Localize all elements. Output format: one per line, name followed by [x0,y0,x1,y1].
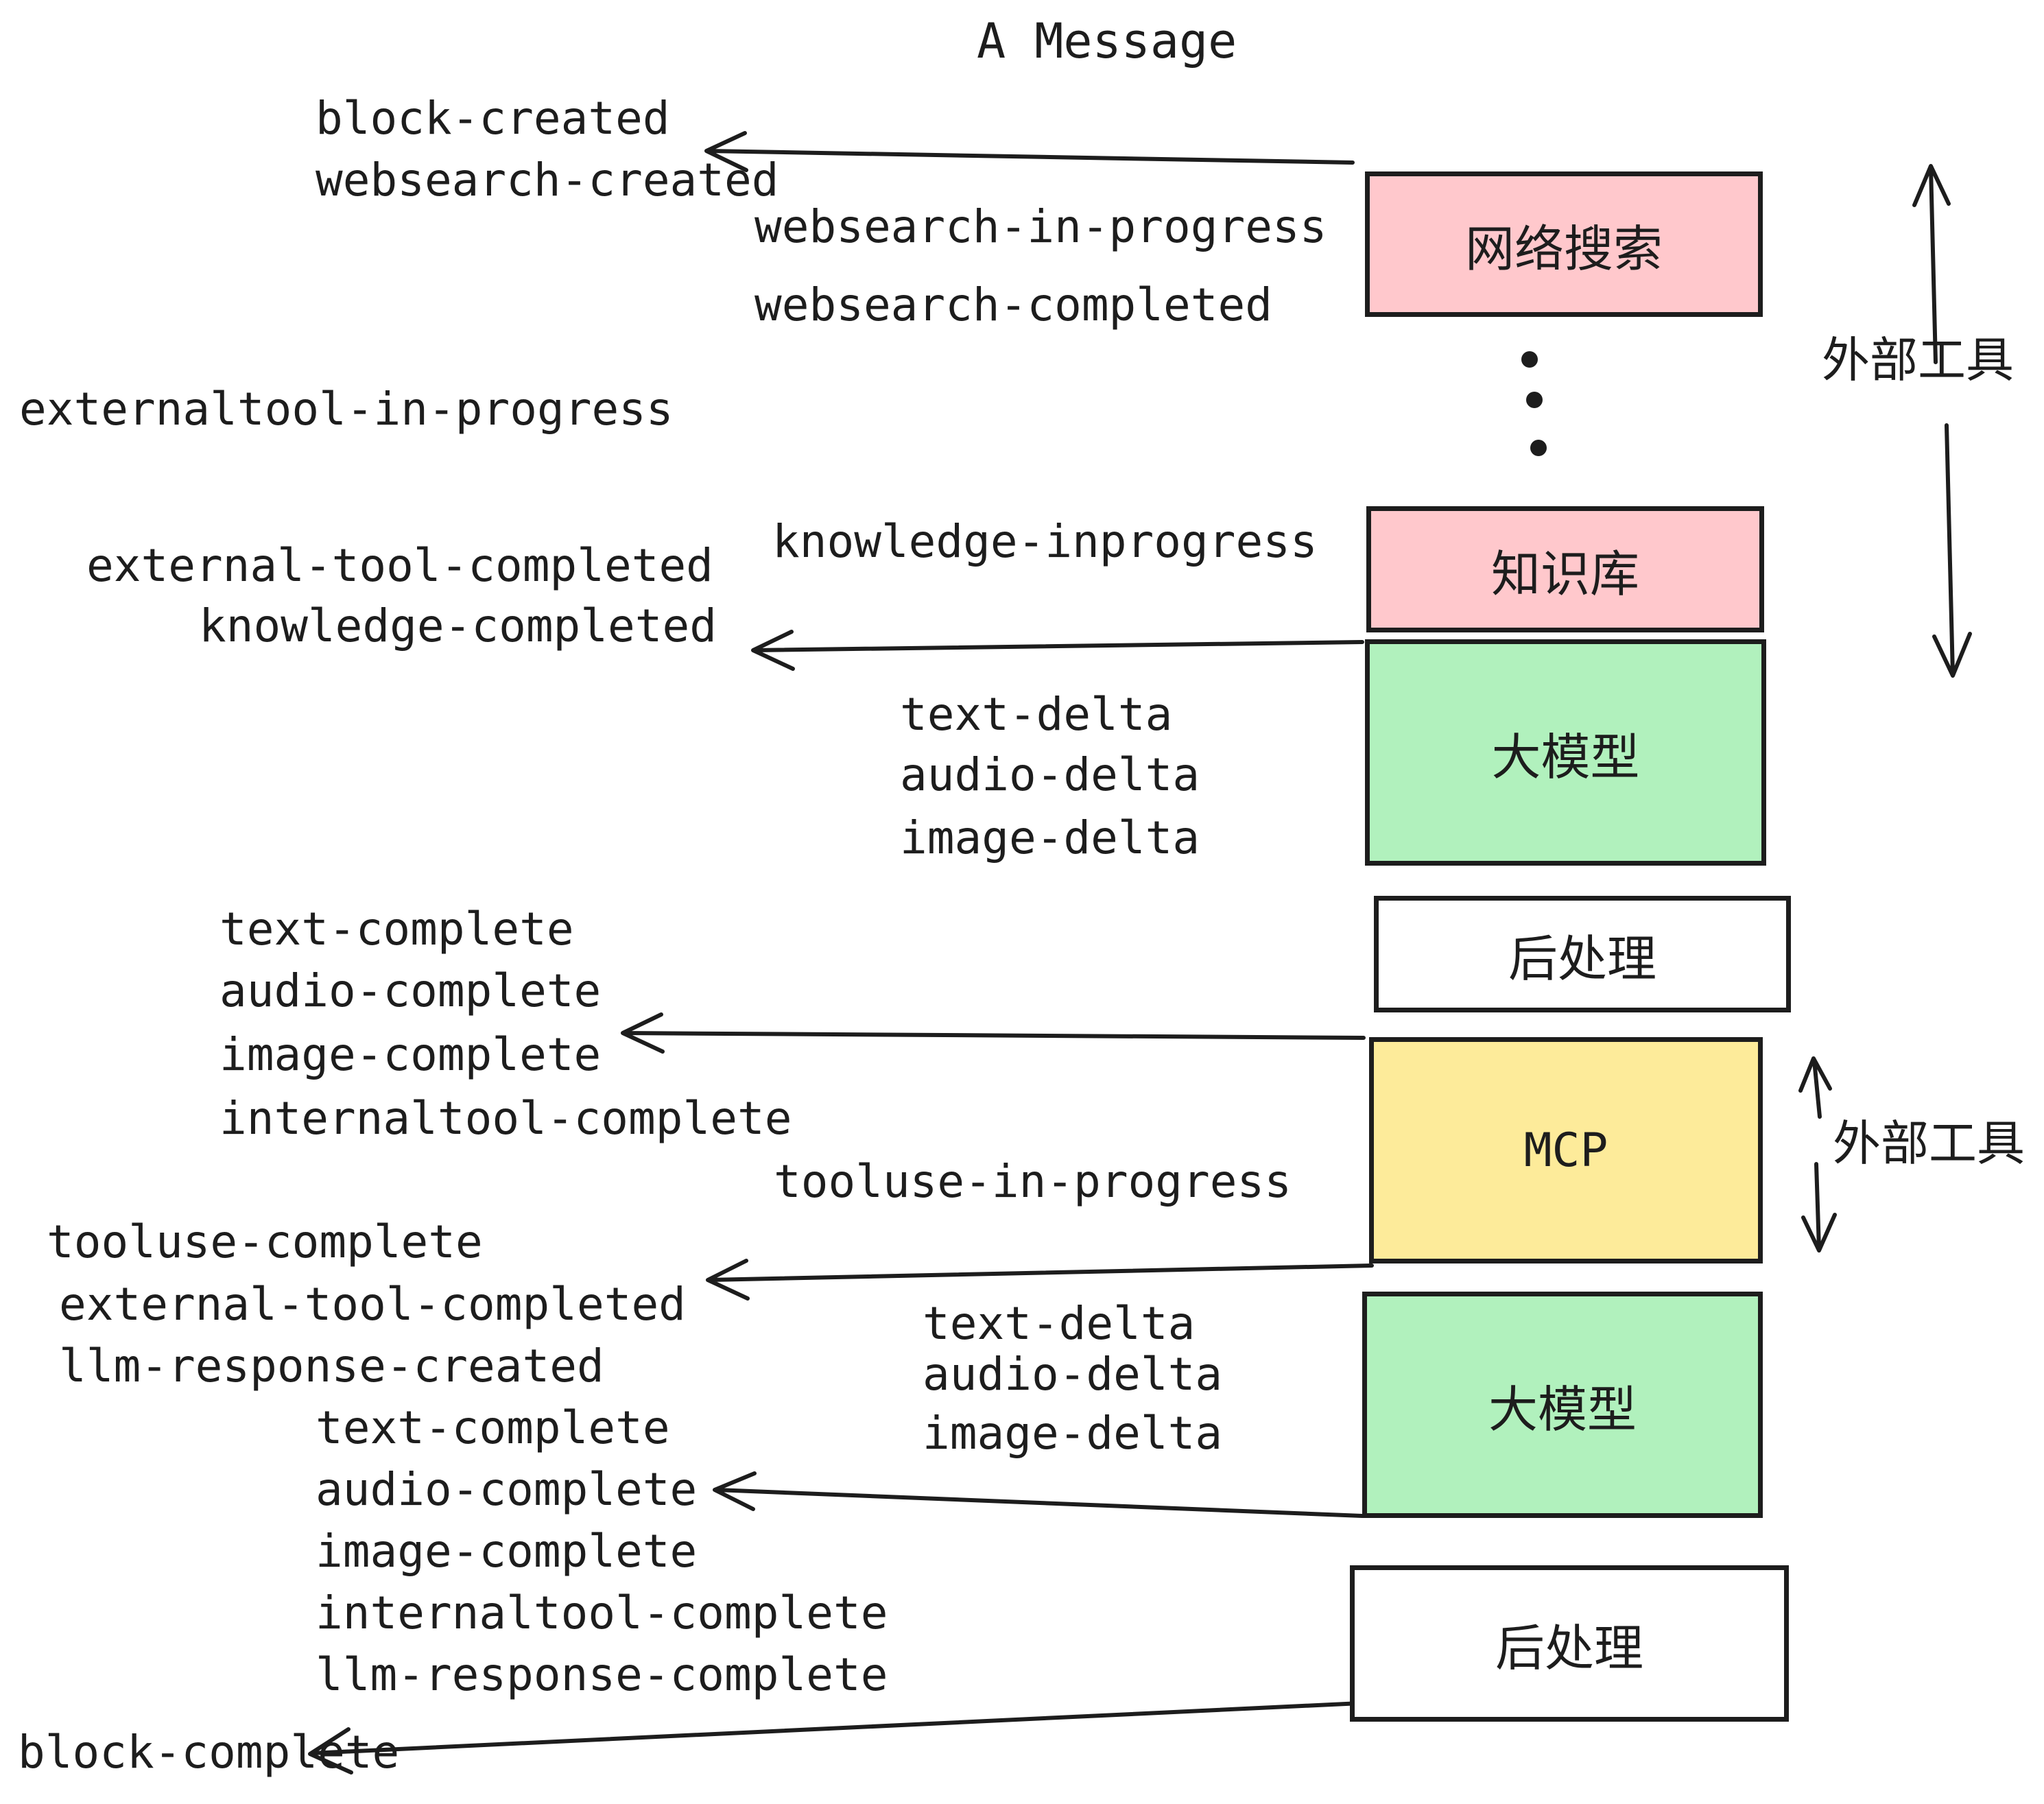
event-text-delta-2: text-delta [923,1297,1196,1350]
event-external-tool-completed-1: external-tool-completed [86,539,713,592]
event-image-complete-1: image-complete [219,1028,602,1081]
event-knowledge-completed: knowledge-completed [199,600,717,652]
event-tooluse-complete: tooluse-complete [47,1215,483,1268]
arrow-to-knowledge-completed [751,630,1364,671]
mcp-box: MCP [1369,1037,1763,1263]
websearch-box-label: 网络搜索 [1464,222,1663,277]
event-externaltool-in-progress: externaltool-in-progress [19,383,674,436]
external-tools-label-top: 外部工具 [1822,333,2014,387]
external-tools-down-arrow [1932,423,1972,678]
event-audio-delta-2: audio-delta [923,1348,1223,1401]
llm-box-2-label: 大模型 [1488,1382,1637,1438]
mcp-box-label: MCP [1523,1123,1608,1178]
event-websearch-created: websearch-created [316,154,779,206]
event-text-complete-2: text-complete [316,1401,670,1454]
postprocess-box-2: 后处理 [1350,1565,1789,1722]
event-image-delta-2: image-delta [923,1407,1223,1460]
arrow-to-tooluse-complete [706,1259,1374,1301]
event-internaltool-complete-2: internaltool-complete [316,1587,888,1639]
mcp-external-tools-up-arrow [1798,1056,1832,1119]
event-external-tool-completed-2: external-tool-completed [59,1278,686,1331]
arrow-to-block-complete [308,1700,1377,1775]
mcp-external-tools-down-arrow [1801,1162,1837,1253]
event-image-delta-1: image-delta [900,811,1200,864]
event-image-complete-2: image-complete [316,1525,698,1578]
postprocess-box-2-label: 后处理 [1495,1621,1643,1676]
llm-box-1: 大模型 [1365,639,1766,866]
event-audio-complete-2: audio-complete [316,1463,698,1516]
postprocess-box-1-label: 后处理 [1508,931,1656,987]
llm-box-2: 大模型 [1362,1292,1763,1518]
arrow-to-audio-complete [713,1471,1364,1518]
postprocess-box-1: 后处理 [1374,896,1791,1012]
llm-box-1-label: 大模型 [1491,730,1640,785]
external-tools-label-mcp: 外部工具 [1833,1117,2025,1170]
event-internaltool-complete-1: internaltool-complete [219,1092,792,1145]
arrow-to-image-complete [621,1012,1366,1054]
event-websearch-completed: websearch-completed [754,278,1272,331]
event-block-complete: block-complete [18,1726,400,1779]
event-text-complete-1: text-complete [219,903,574,956]
knowledge-base-box-label: 知识库 [1490,547,1639,602]
event-block-created: block-created [316,92,670,145]
event-audio-complete-1: audio-complete [219,964,602,1017]
event-audio-delta-1: audio-delta [900,748,1200,801]
event-websearch-in-progress: websearch-in-progress [754,200,1327,253]
arrow-to-websearch-created [704,131,1355,172]
event-text-delta-1: text-delta [900,688,1173,741]
event-llm-response-created: llm-response-created [59,1340,604,1392]
external-tools-up-arrow [1912,164,1951,364]
event-knowledge-inprogress: knowledge-inprogress [772,515,1318,568]
event-tooluse-in-progress: tooluse-in-progress [774,1155,1292,1208]
event-llm-response-complete: llm-response-complete [316,1648,888,1701]
ellipsis-dots [1521,351,1547,456]
page-title: A Message [977,13,1237,69]
knowledge-base-box: 知识库 [1366,506,1764,632]
websearch-box: 网络搜索 [1365,171,1763,317]
